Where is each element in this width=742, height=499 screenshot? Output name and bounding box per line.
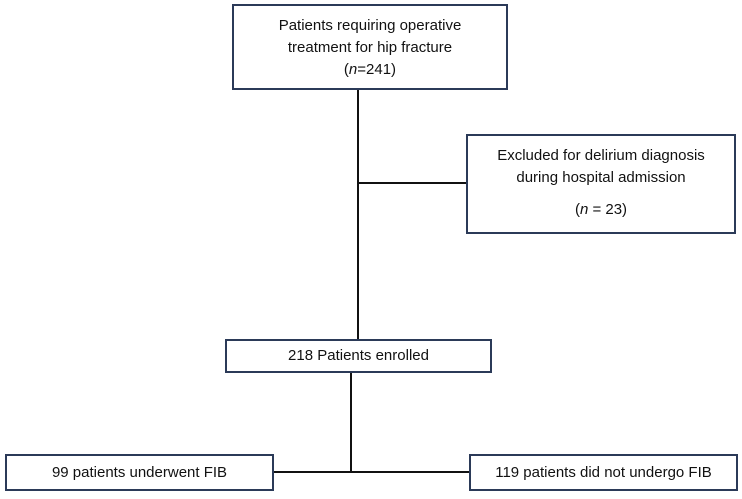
no-fib-box-label: 119 patients did not undergo FIB: [495, 464, 712, 481]
excluded-box-count-value: = 23): [588, 201, 628, 218]
start-box-count-var: n: [348, 61, 358, 78]
fib-box-label: 99 patients underwent FIB: [51, 464, 228, 481]
connector-split: [274, 471, 469, 473]
connector-start-to-enrolled: [357, 90, 359, 339]
excluded-box-line1: Excluded for delirium diagnosis: [497, 147, 705, 164]
start-box-count-open: (: [343, 61, 349, 78]
fib-box: 99 patients underwent FIB: [5, 454, 274, 491]
excluded-box: Excluded for delirium diagnosis during h…: [466, 134, 736, 234]
enrolled-box-label: 218 Patients enrolled: [288, 347, 429, 364]
start-box-line2: treatment for hip fracture: [287, 39, 453, 56]
excluded-box-count-open: (: [574, 201, 580, 218]
start-box-count: (n=241): [234, 59, 506, 81]
connector-to-excluded: [357, 182, 466, 184]
no-fib-box: 119 patients did not undergo FIB: [469, 454, 738, 491]
connector-enrolled-down: [350, 373, 352, 472]
enrolled-box: 218 Patients enrolled: [225, 339, 492, 373]
excluded-box-count-var: n: [579, 201, 589, 218]
excluded-box-count: (n = 23): [468, 199, 734, 221]
start-box-count-value: =241): [357, 61, 397, 78]
start-box-line1: Patients requiring operative: [278, 17, 462, 34]
excluded-box-line2: during hospital admission: [516, 169, 686, 186]
start-box: Patients requiring operative treatment f…: [232, 4, 508, 90]
